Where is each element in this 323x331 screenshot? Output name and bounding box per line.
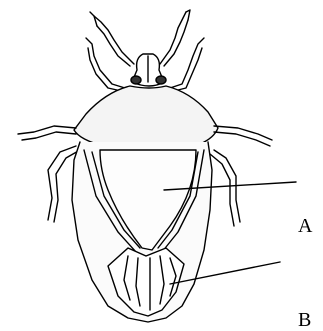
right-antenna-inner [164,20,188,66]
right-front-leg [170,38,204,88]
pronotum [74,86,218,150]
right-eye [156,76,166,84]
left-eye [131,76,141,84]
left-antenna-inner [97,26,130,66]
right-front-leg-inner [170,48,202,92]
label-a: A [298,216,312,236]
left-hind-leg [48,146,76,220]
left-antenna-tip [90,12,97,26]
right-antenna-tip [186,10,190,20]
left-middle-leg-inner [22,132,76,140]
right-middle-leg-inner [214,132,270,146]
label-b: B [298,310,311,330]
left-antenna [94,16,134,64]
